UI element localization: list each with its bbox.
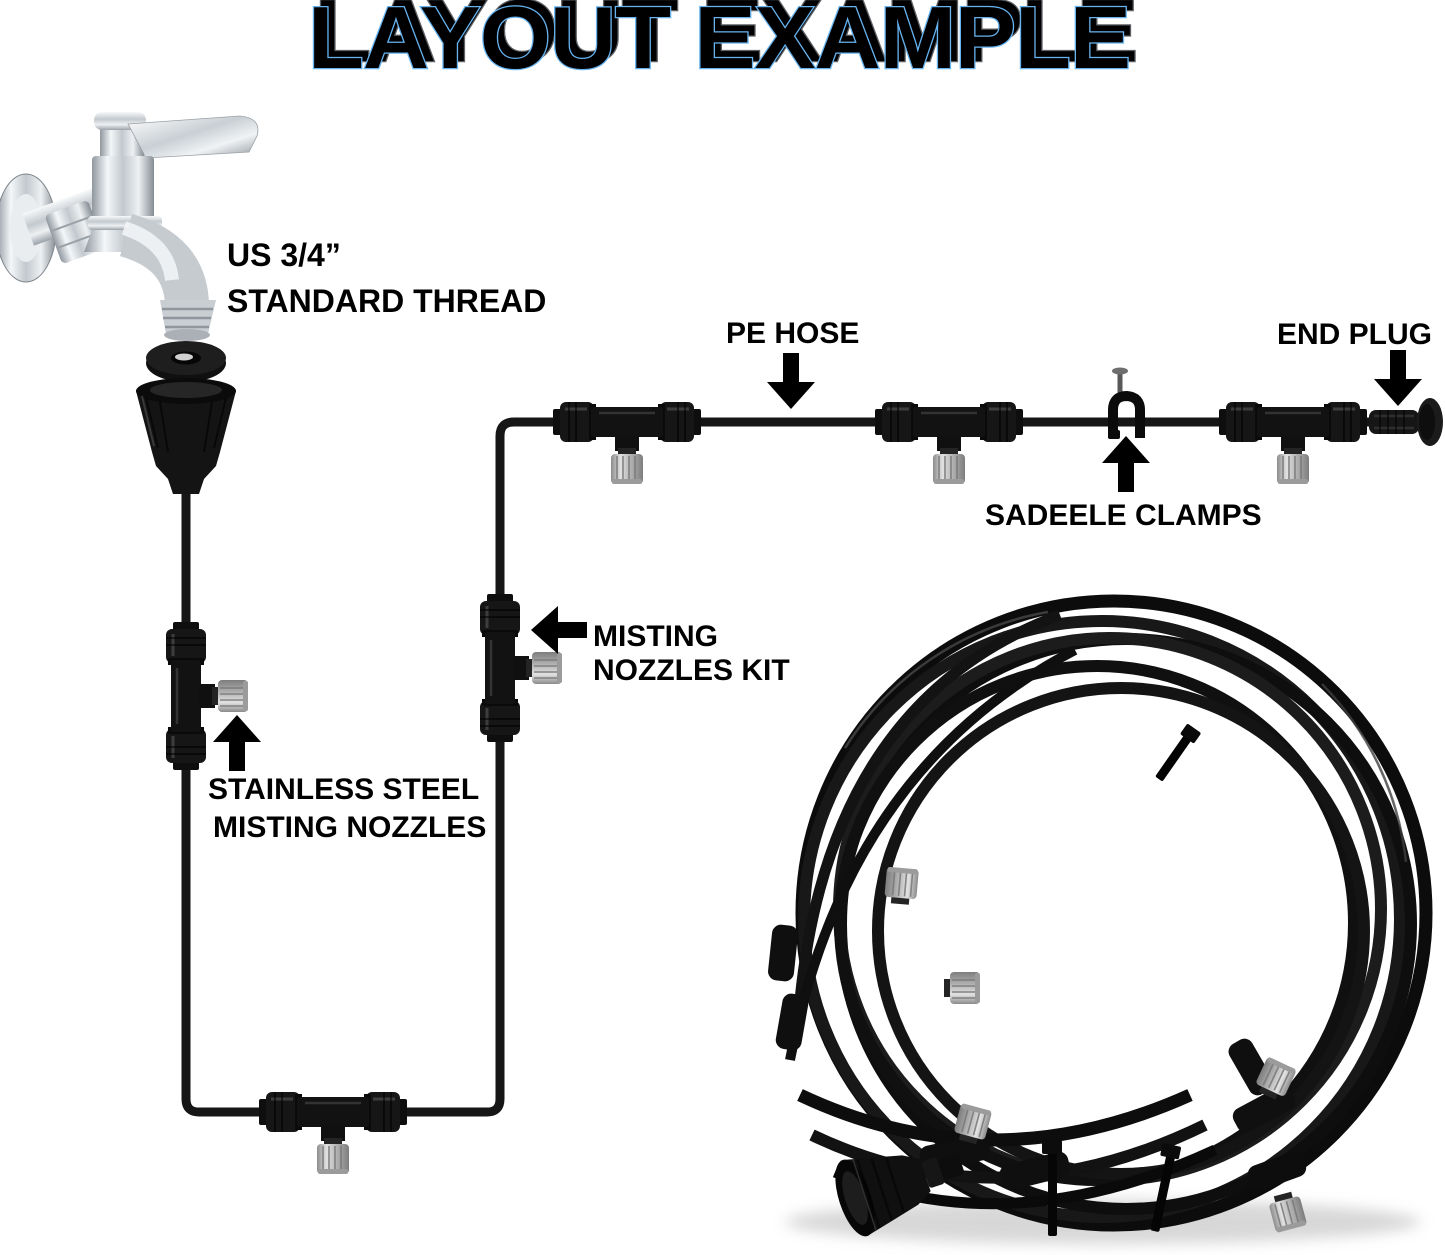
zip-tie	[1155, 724, 1201, 781]
tee-connector-icon	[553, 402, 701, 484]
pe-hose-label: PE HOSE	[726, 317, 859, 350]
end-plug-arrow-icon	[1374, 350, 1422, 406]
coil-adapter-icon	[835, 1153, 964, 1237]
coil-strand	[834, 660, 1360, 1186]
sadeele-clamps-arrow-icon	[1102, 436, 1150, 492]
coil-strand	[798, 615, 1406, 1223]
stainless-label-line2: MISTING NOZZLES	[213, 811, 486, 844]
pe-hose-arrow-icon	[767, 353, 815, 409]
sadeele-clamps-label: SADEELE CLAMPS	[985, 499, 1262, 532]
end-plug-icon	[1369, 398, 1443, 446]
page-title-shadow: LAYOUT EXAMPLE	[315, 0, 1137, 80]
misting-nozzle-icon	[943, 971, 981, 1005]
coil-bundle	[797, 1089, 1193, 1147]
coil-strand	[794, 609, 1062, 1001]
faucet-icon	[0, 112, 259, 341]
coil-connector	[1232, 1085, 1296, 1133]
tee-connector-icon	[259, 1092, 407, 1174]
faucet-adapter-icon	[136, 341, 236, 494]
misting-kit-label-line1: MISTING	[593, 620, 718, 653]
thread-label-line1: US 3/4”	[227, 237, 341, 273]
coil-strand	[785, 645, 1078, 1061]
stainless-nozzles-arrow-icon	[213, 715, 261, 771]
page-title: LAYOUT EXAMPLE	[308, 0, 1130, 87]
tee-connector-icon	[1219, 402, 1367, 484]
hose-coil-photo	[768, 594, 1433, 1244]
tee-connector-icon	[875, 402, 1023, 484]
coil-connector	[775, 993, 809, 1051]
misting-kit-arrow-icon	[531, 606, 587, 654]
misting-nozzle-icon	[883, 865, 920, 907]
coil-connector	[768, 924, 798, 982]
end-plug-label: END PLUG	[1277, 318, 1432, 351]
saddle-clamp-icon	[1108, 367, 1145, 439]
pe-hose-line	[181, 417, 1371, 1117]
coil-strand	[872, 682, 1370, 1180]
stainless-label-line1: STAINLESS STEEL	[208, 773, 479, 806]
coil-connector	[1247, 1151, 1307, 1191]
zip-tie	[1042, 1140, 1062, 1236]
misting-kit-label-line2: NOZZLES KIT	[593, 654, 790, 687]
zip-tie	[1150, 1143, 1181, 1232]
thread-label-line2: STANDARD THREAD	[227, 283, 546, 319]
faucet-handle	[127, 115, 259, 159]
